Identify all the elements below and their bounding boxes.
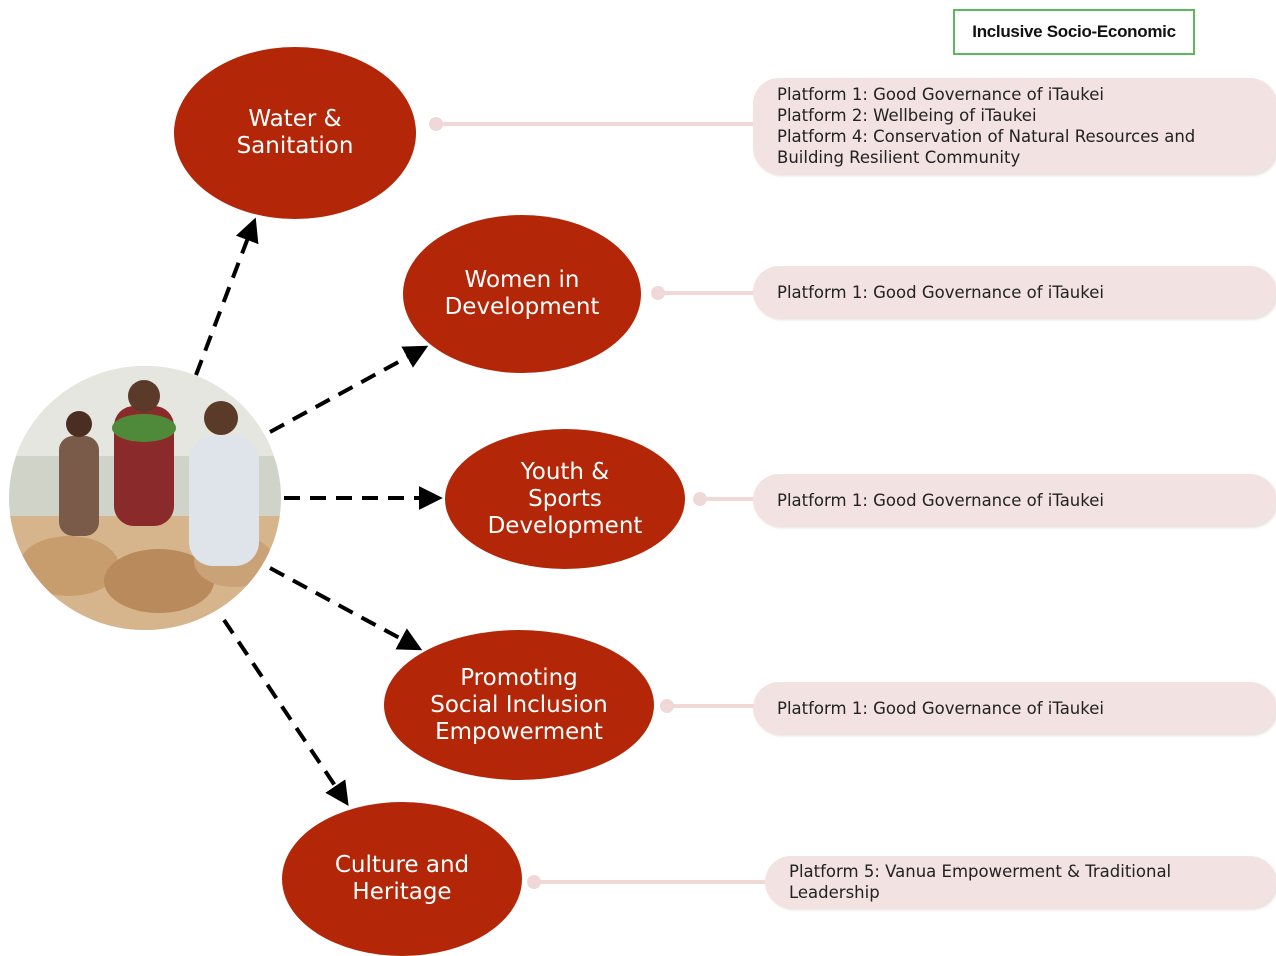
- platforms-culture-heritage: Platform 5: Vanua Empowerment & Traditio…: [765, 856, 1276, 908]
- arrow-to-social: [269, 566, 423, 651]
- platform-line: Platform 1: Good Governance of iTaukei: [777, 282, 1104, 302]
- platform-line: Platform 5: Vanua Empowerment & Traditio…: [789, 862, 1172, 881]
- area-title-line: Culture and: [334, 852, 470, 878]
- inclusive-socio-economic-label: Inclusive Socio-Economic: [953, 9, 1195, 55]
- platform-line: Leadership: [789, 883, 880, 902]
- platform-line: Platform 1: Good Governance of iTaukei: [777, 85, 1104, 104]
- arrow-to-culture: [222, 618, 349, 806]
- platform-line: Building Resilient Community: [777, 148, 1021, 167]
- platform-line: Platform 1: Good Governance of iTaukei: [777, 698, 1104, 718]
- area-title-line: Water &: [248, 106, 342, 132]
- area-title-line: Women in: [464, 267, 580, 293]
- area-title-line: Heritage: [352, 879, 452, 905]
- area-title-line: Development: [444, 294, 600, 320]
- area-title-line: Sanitation: [236, 133, 354, 159]
- community-photo: [9, 366, 281, 630]
- connector-dot: [693, 492, 707, 506]
- connector-dot: [527, 875, 541, 889]
- platforms-youth-sports: Platform 1: Good Governance of iTaukei: [753, 474, 1276, 526]
- connector-dot: [429, 117, 443, 131]
- platform-line: Platform 1: Good Governance of iTaukei: [777, 490, 1104, 510]
- platform-line: Platform 2: Wellbeing of iTaukei: [777, 106, 1037, 125]
- area-title-line: Sports: [528, 485, 602, 512]
- platform-line: Platform 4: Conservation of Natural Reso…: [777, 127, 1196, 146]
- arrow-to-women: [269, 345, 429, 434]
- platforms-women-development: Platform 1: Good Governance of iTaukei: [753, 266, 1276, 318]
- area-title-line: Youth &: [520, 458, 610, 485]
- dashed-arrows: [194, 217, 443, 806]
- area-water-sanitation: Water &Sanitation: [174, 47, 416, 219]
- area-title-line: Social Inclusion: [430, 691, 608, 718]
- area-title-line: Development: [487, 512, 643, 539]
- connector-dot: [660, 699, 674, 713]
- platforms-water-sanitation: Platform 1: Good Governance of iTaukei P…: [753, 78, 1276, 174]
- area-title-line: Promoting: [460, 664, 578, 691]
- area-title-line: Empowerment: [435, 718, 603, 745]
- arrow-to-water: [194, 217, 259, 376]
- connector-lines: [429, 117, 770, 889]
- connector-dot: [651, 286, 665, 300]
- platforms-social-inclusion: Platform 1: Good Governance of iTaukei: [753, 682, 1276, 734]
